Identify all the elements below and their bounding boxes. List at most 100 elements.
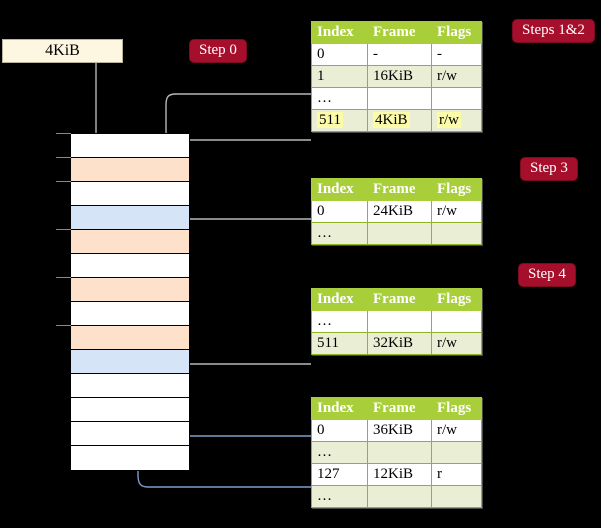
cell-index: … bbox=[311, 87, 368, 110]
column-header-frame: Frame bbox=[367, 397, 432, 420]
memory-frame-row bbox=[71, 422, 189, 446]
cell-frame bbox=[367, 222, 432, 245]
cell-index: … bbox=[311, 485, 368, 508]
column-header-frame: Frame bbox=[367, 21, 432, 44]
cell-flags: r/w bbox=[431, 109, 482, 132]
offset-box: 4KiB bbox=[2, 39, 123, 63]
table-row[interactable]: … bbox=[311, 87, 482, 110]
memory-frame-row bbox=[71, 230, 189, 254]
offset-box-label: 4KiB bbox=[45, 42, 80, 59]
cell-index: 511 bbox=[311, 109, 368, 132]
column-header-index: Index bbox=[311, 288, 368, 311]
column-header-index: Index bbox=[311, 397, 368, 420]
memory-tick bbox=[56, 229, 71, 230]
cell-index: … bbox=[311, 310, 368, 333]
cell-flags: r/w bbox=[431, 65, 482, 88]
step-pill-1-2: Steps 1&2 bbox=[513, 20, 594, 43]
cell-frame: - bbox=[367, 43, 432, 66]
cell-flags bbox=[431, 310, 482, 333]
cell-index: 511 bbox=[311, 332, 368, 355]
table-row[interactable]: … bbox=[311, 485, 482, 508]
cell-frame: 4KiB bbox=[367, 109, 432, 132]
cell-flags bbox=[431, 222, 482, 245]
cell-flags bbox=[431, 87, 482, 110]
memory-frame-row bbox=[71, 302, 189, 326]
cell-frame: 12KiB bbox=[367, 463, 432, 486]
step-pill-3: Step 3 bbox=[521, 158, 577, 181]
memory-tick bbox=[56, 325, 71, 326]
table-row[interactable]: … bbox=[311, 441, 482, 464]
memory-frame-row bbox=[71, 254, 189, 278]
step-pill-0: Step 0 bbox=[190, 40, 246, 63]
cell-frame: 32KiB bbox=[367, 332, 432, 355]
column-header-frame: Frame bbox=[367, 178, 432, 201]
memory-frame-row bbox=[71, 206, 189, 230]
cell-flags: r/w bbox=[431, 200, 482, 223]
cell-index: 1 bbox=[311, 65, 368, 88]
highlighted-value: r/w bbox=[437, 112, 461, 128]
memory-frame-row bbox=[71, 158, 189, 182]
cell-frame bbox=[367, 441, 432, 464]
table-row[interactable]: 0-- bbox=[311, 43, 482, 66]
memory-frame-row bbox=[71, 350, 189, 374]
cell-index: 0 bbox=[311, 200, 368, 223]
physical-memory-column bbox=[70, 133, 190, 471]
column-header-index: Index bbox=[311, 178, 368, 201]
step-pill-3-label: Step 3 bbox=[530, 160, 568, 176]
cell-frame bbox=[367, 310, 432, 333]
cell-flags bbox=[431, 441, 482, 464]
column-header-flags: Flags bbox=[431, 288, 482, 311]
memory-frame-row bbox=[71, 134, 189, 158]
cell-flags bbox=[431, 485, 482, 508]
memory-tick bbox=[56, 157, 71, 158]
cell-index: … bbox=[311, 441, 368, 464]
cell-index: 0 bbox=[311, 419, 368, 442]
step-pill-4-label: Step 4 bbox=[528, 266, 566, 282]
memory-frame-row bbox=[71, 398, 189, 422]
memory-frame-row bbox=[71, 374, 189, 398]
table-row[interactable]: 511 4KiB r/w bbox=[311, 109, 482, 132]
cell-frame bbox=[367, 485, 432, 508]
cell-flags: - bbox=[431, 43, 482, 66]
cell-flags: r/w bbox=[431, 332, 482, 355]
highlighted-value: 4KiB bbox=[373, 112, 410, 128]
cell-flags: r/w bbox=[431, 419, 482, 442]
cell-frame: 16KiB bbox=[367, 65, 432, 88]
memory-tick bbox=[56, 133, 71, 134]
step-pill-0-label: Step 0 bbox=[199, 42, 237, 58]
memory-tick bbox=[56, 181, 71, 182]
column-header-flags: Flags bbox=[431, 21, 482, 44]
memory-frame-row bbox=[71, 326, 189, 350]
column-header-flags: Flags bbox=[431, 178, 482, 201]
highlighted-value: 511 bbox=[317, 112, 343, 128]
cell-index: 127 bbox=[311, 463, 368, 486]
cell-index: … bbox=[311, 222, 368, 245]
step-pill-4: Step 4 bbox=[519, 264, 575, 287]
table-row[interactable]: … bbox=[311, 310, 482, 333]
column-header-frame: Frame bbox=[367, 288, 432, 311]
memory-frame-row bbox=[71, 182, 189, 206]
cell-index: 0 bbox=[311, 43, 368, 66]
cell-flags: r bbox=[431, 463, 482, 486]
column-header-index: Index bbox=[311, 21, 368, 44]
memory-frame-row bbox=[71, 278, 189, 302]
memory-frame-row bbox=[71, 446, 189, 470]
cell-frame: 36KiB bbox=[367, 419, 432, 442]
cell-frame bbox=[367, 87, 432, 110]
step-pill-1-2-label: Steps 1&2 bbox=[522, 22, 585, 38]
table-row[interactable]: … bbox=[311, 222, 482, 245]
cell-frame: 24KiB bbox=[367, 200, 432, 223]
